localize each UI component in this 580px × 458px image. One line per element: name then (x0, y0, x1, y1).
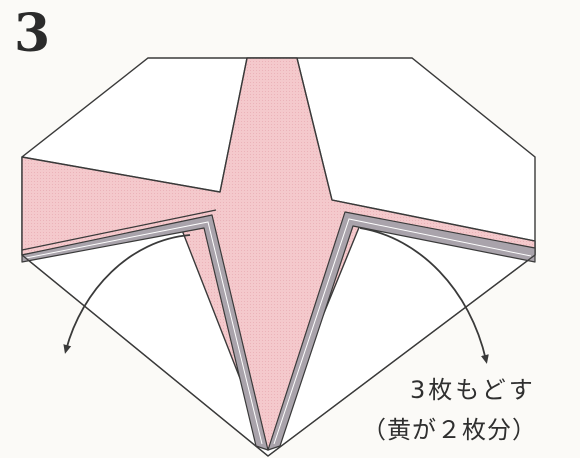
left-layer-line-outer (21, 209, 217, 251)
crease-top-left (21, 156, 221, 193)
crease-bottom-left (21, 254, 269, 457)
unfold-arrow-left (63, 234, 191, 354)
crease-right-vertical (296, 57, 333, 201)
crease-bottom-right (267, 254, 536, 457)
instruction-note: （黄が２枚分） (362, 416, 537, 444)
crease-left-vertical (219, 57, 248, 193)
right-layer-edges (267, 211, 536, 451)
left-layer-line-inner (25, 221, 263, 445)
instruction-text: 3枚もどす (410, 376, 536, 404)
step-number: 3 (14, 3, 51, 64)
crease-top-right (331, 199, 536, 242)
unfold-arrow-right (359, 227, 489, 364)
right-layer-line-inner (273, 218, 532, 445)
